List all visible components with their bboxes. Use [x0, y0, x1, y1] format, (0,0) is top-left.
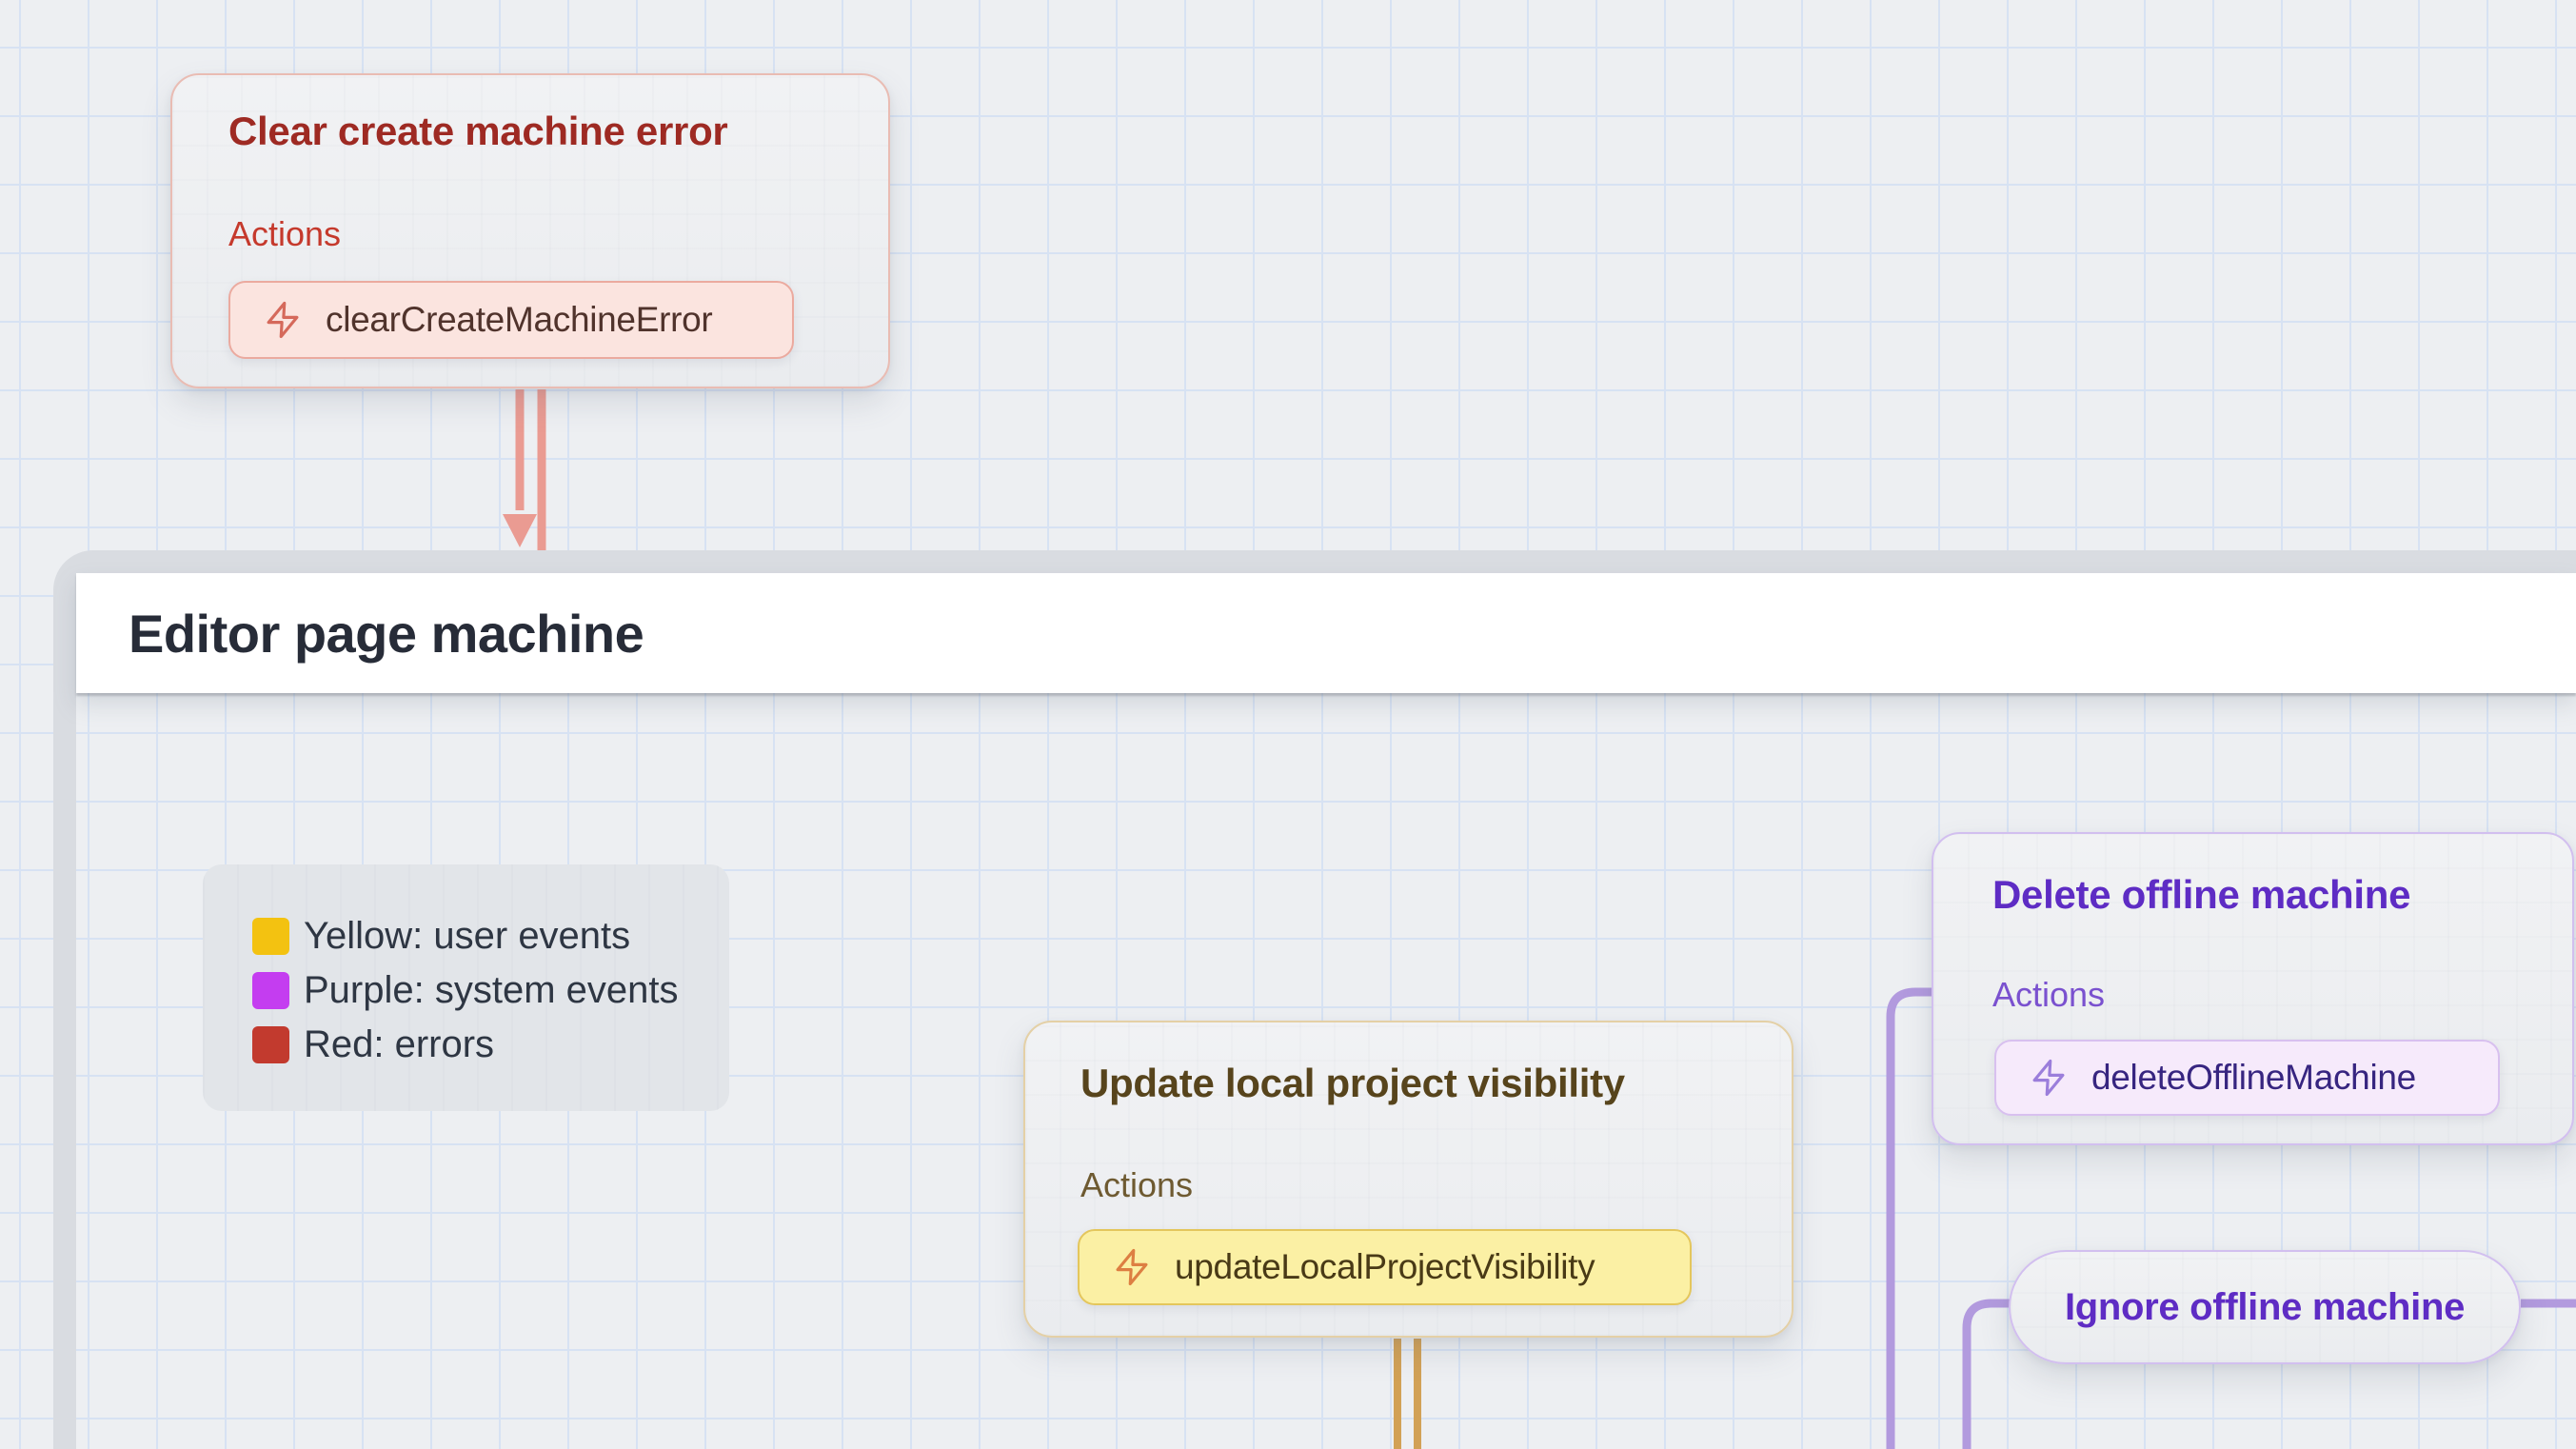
node-title: Ignore offline machine — [2064, 1285, 2466, 1328]
action-updateLocalProjectVisibility[interactable]: updateLocalProjectVisibility — [1078, 1229, 1692, 1305]
actions-section-label: Actions — [1080, 1165, 1194, 1204]
legend-label: Purple: system events — [304, 969, 679, 1011]
legend-label: Yellow: user events — [304, 915, 631, 957]
system-edge-ignore-left[interactable] — [1962, 1299, 2011, 1449]
edge-delete-offline-machine[interactable] — [1886, 987, 1932, 1449]
node-title: Delete offline machine — [1992, 872, 2411, 917]
legend-note[interactable]: Yellow: user events Purple: system event… — [203, 864, 729, 1111]
zap-icon — [267, 301, 299, 339]
system-edge-delete[interactable] — [1886, 987, 1932, 1449]
node-delete-offline-machine[interactable]: Delete offline machine Actions deleteOff… — [1932, 832, 2574, 1145]
machine-header[interactable]: Editor page machine — [76, 573, 2576, 693]
action-label: deleteOfflineMachine — [2091, 1058, 2416, 1097]
machine-container-frame[interactable] — [53, 550, 2576, 1449]
legend-row-system-events: Purple: system events — [252, 969, 729, 1011]
legend-row-user-events: Yellow: user events — [252, 915, 729, 957]
edge-update-local-project-visibility[interactable] — [1394, 1339, 1421, 1449]
zap-icon — [1116, 1248, 1148, 1286]
zap-icon — [2032, 1059, 2065, 1097]
action-deleteOfflineMachine[interactable]: deleteOfflineMachine — [1994, 1040, 2500, 1116]
actions-section-label: Actions — [1992, 975, 2106, 1014]
actions-section-label: Actions — [228, 214, 342, 253]
node-ignore-offline-machine[interactable]: Ignore offline machine — [2009, 1250, 2521, 1364]
red-swatch-icon — [252, 1026, 289, 1063]
edge-clear-create-machine-error[interactable] — [503, 389, 546, 550]
node-title: Clear create machine error — [228, 109, 728, 153]
yellow-swatch-icon — [252, 918, 289, 955]
node-title: Update local project visibility — [1080, 1061, 1625, 1105]
node-clear-create-machine-error[interactable]: Clear create machine error Actions clear… — [170, 73, 890, 388]
purple-swatch-icon — [252, 972, 289, 1009]
machine-title: Editor page machine — [129, 603, 644, 664]
action-clearCreateMachineError[interactable]: clearCreateMachineError — [228, 281, 794, 359]
legend-row-errors: Red: errors — [252, 1023, 729, 1065]
edge-ignore-offline-machine[interactable] — [1962, 1299, 2576, 1449]
action-label: clearCreateMachineError — [326, 300, 713, 339]
arrowhead-down-icon — [503, 514, 537, 547]
legend-label: Red: errors — [304, 1023, 495, 1065]
node-update-local-project-visibility[interactable]: Update local project visibility Actions … — [1023, 1021, 1793, 1338]
action-label: updateLocalProjectVisibility — [1175, 1247, 1595, 1286]
